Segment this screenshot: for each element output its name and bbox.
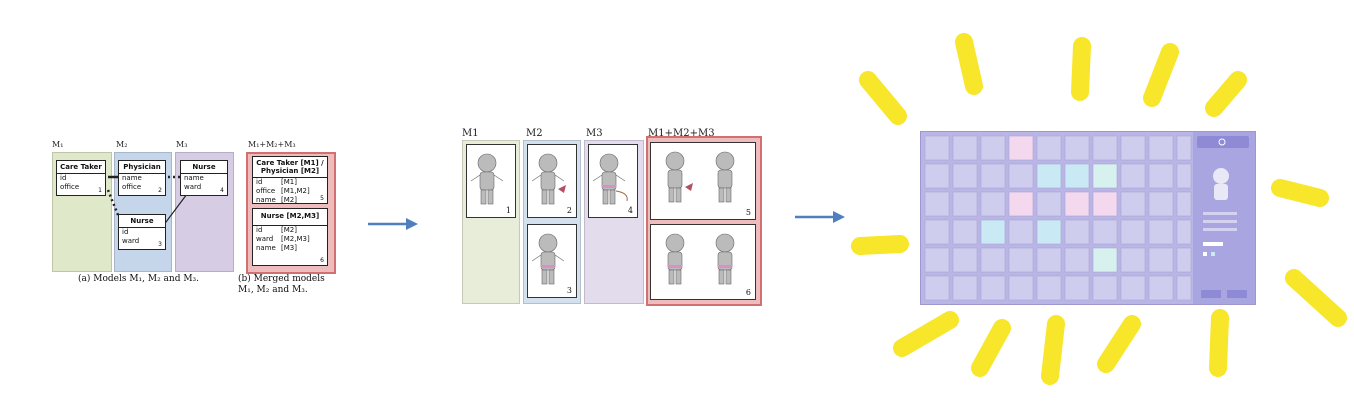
uml-models-panel: M₁ M₂ M₃ M₁+M₂+M₃ Care Taker id office 1… <box>50 140 350 310</box>
arrow-right-icon <box>795 211 845 223</box>
class-title: Nurse <box>119 215 165 228</box>
merged-attr-row: id [M1] <box>253 178 327 187</box>
attr-name: name <box>184 174 204 182</box>
class-title-line1: Care Taker [M1] / <box>256 159 324 167</box>
sketch-box-3: 3 <box>527 224 577 298</box>
sketch-box-1: 1 <box>466 144 516 218</box>
class-number: 2 <box>158 187 162 194</box>
caption-b-line2: M₁, M₂ and M₃. <box>238 285 308 295</box>
attr-origin: [M1] <box>281 178 297 186</box>
sketch-box-6: 6 <box>650 224 756 300</box>
class-nurse-m3: Nurse name ward 4 <box>180 160 228 196</box>
class-number: 5 <box>320 195 324 202</box>
sketch-box-5: 5 <box>650 142 756 220</box>
merged-attr-row: office [M1,M2] <box>253 187 327 196</box>
merged-attr-row: id [M2] <box>253 226 327 235</box>
class-merged-care-physician: Care Taker [M1] / Physician [M2] id[M1] … <box>252 156 328 204</box>
app-screenshot <box>920 131 1256 305</box>
attr-origin: [M1,M2] <box>281 187 310 195</box>
header-m1: M₁ <box>52 140 64 149</box>
attr-name: ward <box>256 235 274 243</box>
attr-id: id <box>60 174 67 182</box>
attr-name: name <box>256 196 276 204</box>
robot-sketch-icon <box>531 153 566 205</box>
attr-name: name <box>256 244 276 252</box>
class-number: 1 <box>98 187 102 194</box>
class-number: 4 <box>220 187 224 194</box>
caption-a: (a) Models M₁, M₂ and M₃. <box>78 274 200 284</box>
sketch-number: 1 <box>505 206 511 215</box>
header-m2: M2 <box>526 128 543 139</box>
attr-ward: ward <box>122 237 140 245</box>
class-physician: Physician name office 2 <box>118 160 166 196</box>
app-screenshot-panel <box>850 28 1350 398</box>
attr-office: office <box>122 183 142 191</box>
class-title: Care Taker <box>57 161 105 174</box>
header-m3: M₃ <box>176 140 188 149</box>
class-nurse-m2: Nurse id ward 3 <box>118 214 166 250</box>
class-care-taker: Care Taker id office 1 <box>56 160 106 196</box>
class-title: Care Taker [M1] / Physician [M2] <box>253 157 327 178</box>
merged-attr-row: name [M3] <box>253 244 327 253</box>
attr-origin: [M2] <box>281 226 297 234</box>
robot-sketch-icon <box>592 153 628 205</box>
attr-name: office <box>256 187 276 195</box>
sun-rays-icon <box>851 33 1347 385</box>
sketch-box-4: 4 <box>588 144 638 218</box>
robot-pair-sketch-icon <box>665 151 735 203</box>
header-m2: M₂ <box>116 140 128 149</box>
merged-attr-row: ward [M2,M3] <box>253 235 327 244</box>
robot-sketch-icon <box>531 233 565 285</box>
attr-id: id <box>122 228 129 236</box>
merged-attr-row: name [M2] <box>253 196 327 205</box>
class-title-line2: Physician [M2] <box>260 167 320 175</box>
attr-name: id <box>256 178 263 186</box>
sketch-models-panel: M1 M2 M3 M1+M2+M3 1 2 3 4 5 6 <box>460 126 762 306</box>
attr-name: name <box>122 174 142 182</box>
attr-ward: ward <box>184 183 202 191</box>
sketch-number: 2 <box>566 206 572 215</box>
attr-name: id <box>256 226 263 234</box>
robot-pair-sketch-icon <box>665 233 735 285</box>
header-m1: M1 <box>462 128 479 139</box>
card-grid-thumbnail <box>924 132 1255 304</box>
sketch-box-2: 2 <box>527 144 577 218</box>
sketch-number: 4 <box>627 206 633 215</box>
attr-origin: [M2,M3] <box>281 235 310 243</box>
sketch-number: 3 <box>566 286 572 295</box>
sketch-number: 6 <box>745 288 751 297</box>
header-m3: M3 <box>586 128 603 139</box>
attr-office: office <box>60 183 80 191</box>
robot-sketch-icon <box>470 153 504 205</box>
class-title: Physician <box>119 161 165 174</box>
arrow-right-icon <box>368 218 418 230</box>
class-number: 3 <box>158 241 162 248</box>
class-number: 6 <box>320 257 324 264</box>
class-merged-nurse: Nurse [M2,M3] id [M2] ward [M2,M3] name [M3… <box>252 208 328 266</box>
sketch-number: 5 <box>745 208 751 217</box>
class-title: Nurse [M2,M3] <box>253 209 327 226</box>
header-merged: M1+M2+M3 <box>648 128 715 139</box>
attr-origin: [M2] <box>281 196 297 204</box>
attr-origin: [M3] <box>281 244 297 252</box>
class-title: Nurse <box>181 161 227 174</box>
caption-b-line1: (b) Merged models <box>238 274 325 284</box>
header-merged: M₁+M₂+M₃ <box>248 140 296 149</box>
